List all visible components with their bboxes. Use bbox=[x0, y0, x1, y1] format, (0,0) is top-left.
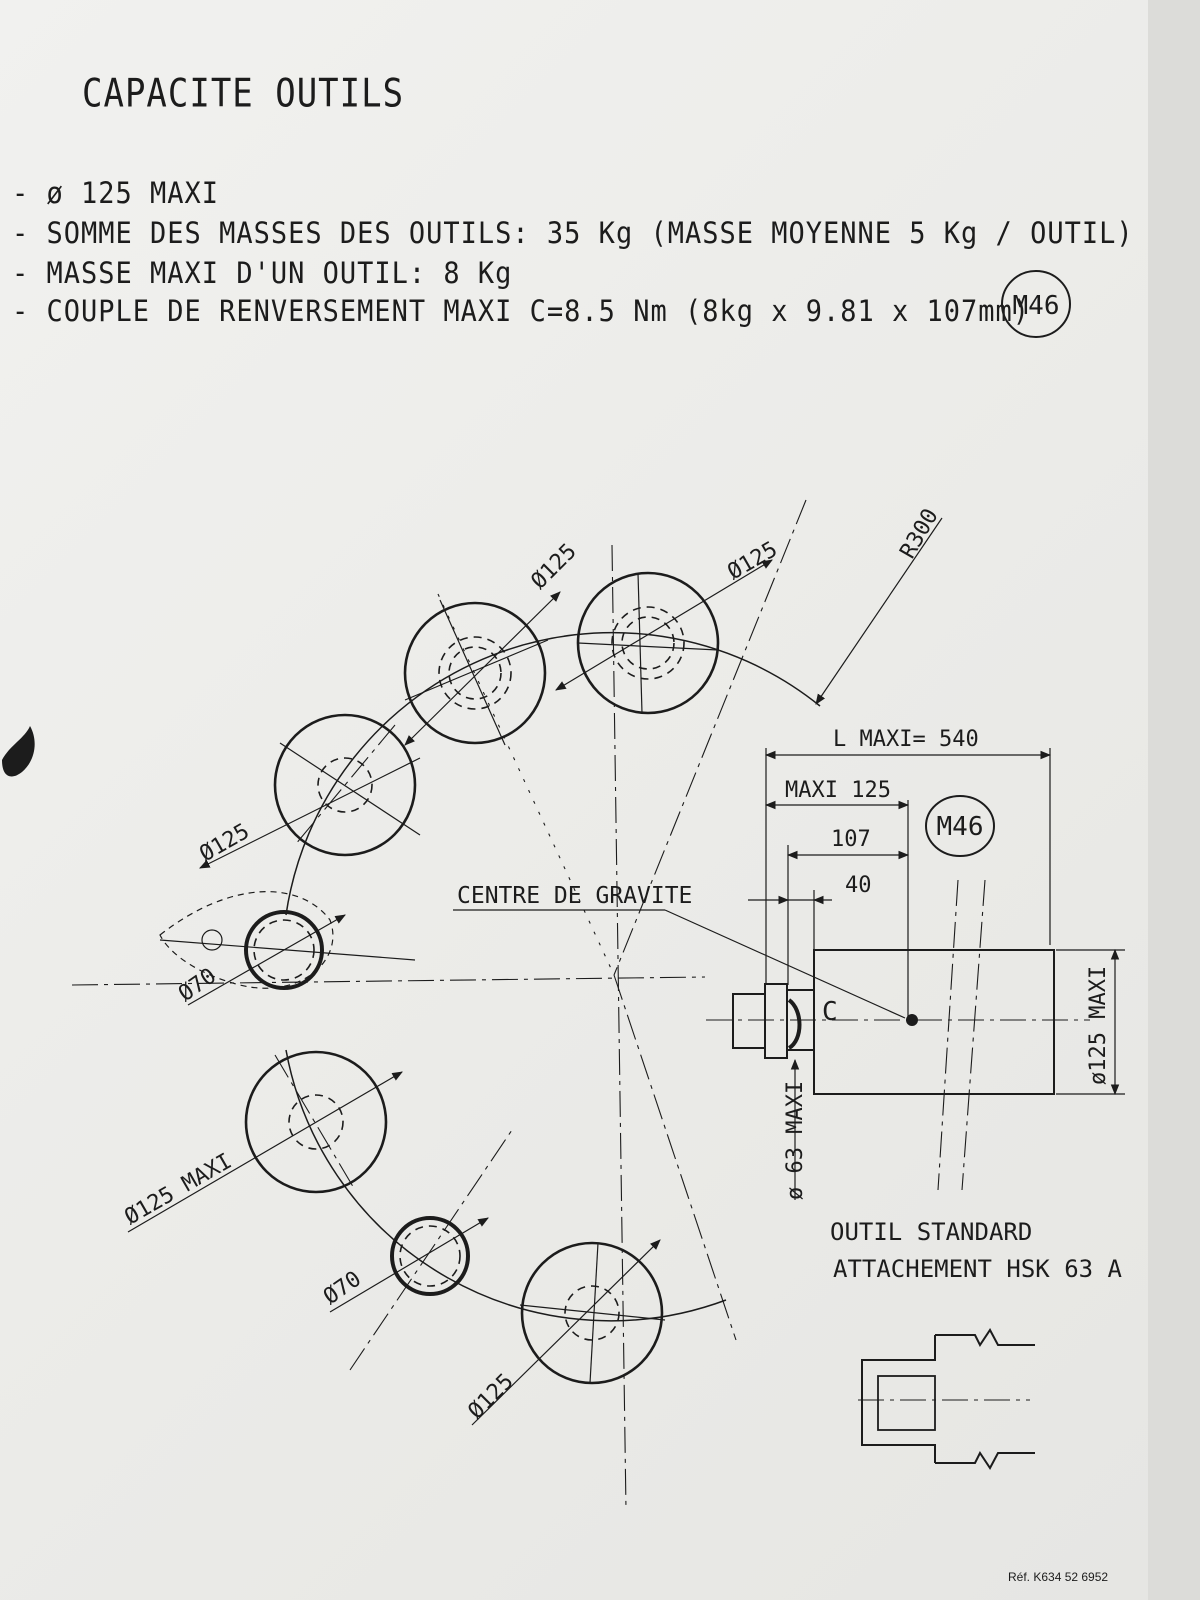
tool-label-3: Ø125 bbox=[724, 537, 782, 585]
dim-107-label: 107 bbox=[831, 827, 871, 852]
page-title: CAPACITE OUTILS bbox=[82, 71, 405, 117]
spec-line-4: - COUPLE DE RENVERSEMENT MAXI C=8.5 Nm (… bbox=[12, 294, 1031, 329]
tool-diameter-label: ø125 MAXI bbox=[1086, 966, 1111, 1085]
m46-badge: M46 bbox=[1001, 270, 1071, 338]
tool-pocket-1 bbox=[273, 713, 421, 857]
tool-pocket-5 bbox=[244, 1050, 388, 1194]
spec-line-3: - MASSE MAXI D'UN OUTIL: 8 Kg bbox=[12, 256, 513, 291]
tool-diameter-dim: ø125 MAXI bbox=[1056, 948, 1125, 1096]
radius-label: R300 bbox=[896, 505, 944, 563]
tool-pocket-6 bbox=[349, 1129, 513, 1371]
tool-label-4: Ø70 bbox=[174, 964, 221, 1007]
dim-pocket-3: Ø125 bbox=[555, 537, 782, 691]
dim-pocket-6: Ø70 bbox=[319, 1217, 489, 1313]
tool-label-1: Ø125 bbox=[196, 819, 254, 867]
tool-label-7: Ø125 bbox=[464, 1369, 519, 1424]
spec-line-1: - ø 125 MAXI bbox=[12, 176, 220, 211]
dim-40-label: 40 bbox=[845, 873, 872, 898]
shank-dim: ø 63 MAXI bbox=[783, 1058, 808, 1200]
hsk-profile bbox=[858, 1328, 1035, 1470]
l-maxi-label: L MAXI= 540 bbox=[833, 727, 979, 752]
magazine-centerlines bbox=[71, 499, 807, 1511]
center-of-gravity-label: CENTRE DE GRAVITE bbox=[457, 883, 692, 909]
spec-line-2: - SOMME DES MASSES DES OUTILS: 35 Kg (MA… bbox=[12, 216, 1134, 251]
magazine-arc bbox=[285, 1049, 727, 1322]
reference-number: Réf. K634 52 6952 bbox=[1008, 1570, 1109, 1584]
dim-pocket-5: Ø125 MAXI bbox=[121, 1071, 403, 1233]
tool-side-view: C bbox=[706, 879, 1090, 1191]
maxi-125-label: MAXI 125 bbox=[785, 778, 891, 803]
magazine-arc-upper bbox=[285, 631, 821, 916]
tool-label-2: Ø125 bbox=[527, 539, 582, 594]
r300-leader: R300 bbox=[815, 505, 944, 705]
tool-pocket-4 bbox=[159, 891, 416, 990]
center-of-gravity-callout: CENTRE DE GRAVITE bbox=[453, 883, 906, 1019]
shank-label: ø 63 MAXI bbox=[783, 1081, 808, 1200]
c-label: C bbox=[822, 997, 838, 1027]
tool-caption-1: OUTIL STANDARD bbox=[830, 1218, 1032, 1246]
m46-badge-text: M46 bbox=[1013, 291, 1060, 321]
sheet-edge bbox=[1148, 0, 1200, 1600]
dim-pocket-7: Ø125 bbox=[464, 1239, 661, 1426]
tool-label-5: Ø125 MAXI bbox=[121, 1149, 237, 1230]
ink-blot bbox=[2, 726, 35, 777]
technical-drawing: M46 R300 bbox=[2, 270, 1125, 1511]
tool-dimensions: L MAXI= 540 MAXI 125 107 40 bbox=[748, 727, 1052, 1020]
m46-badge-2-text: M46 bbox=[937, 812, 984, 842]
m46-badge-2: M46 bbox=[925, 795, 995, 857]
tool-label-6: Ø70 bbox=[319, 1267, 366, 1310]
tool-pocket-7 bbox=[519, 1241, 666, 1385]
tool-caption-2: ATTACHEMENT HSK 63 A bbox=[833, 1255, 1123, 1283]
